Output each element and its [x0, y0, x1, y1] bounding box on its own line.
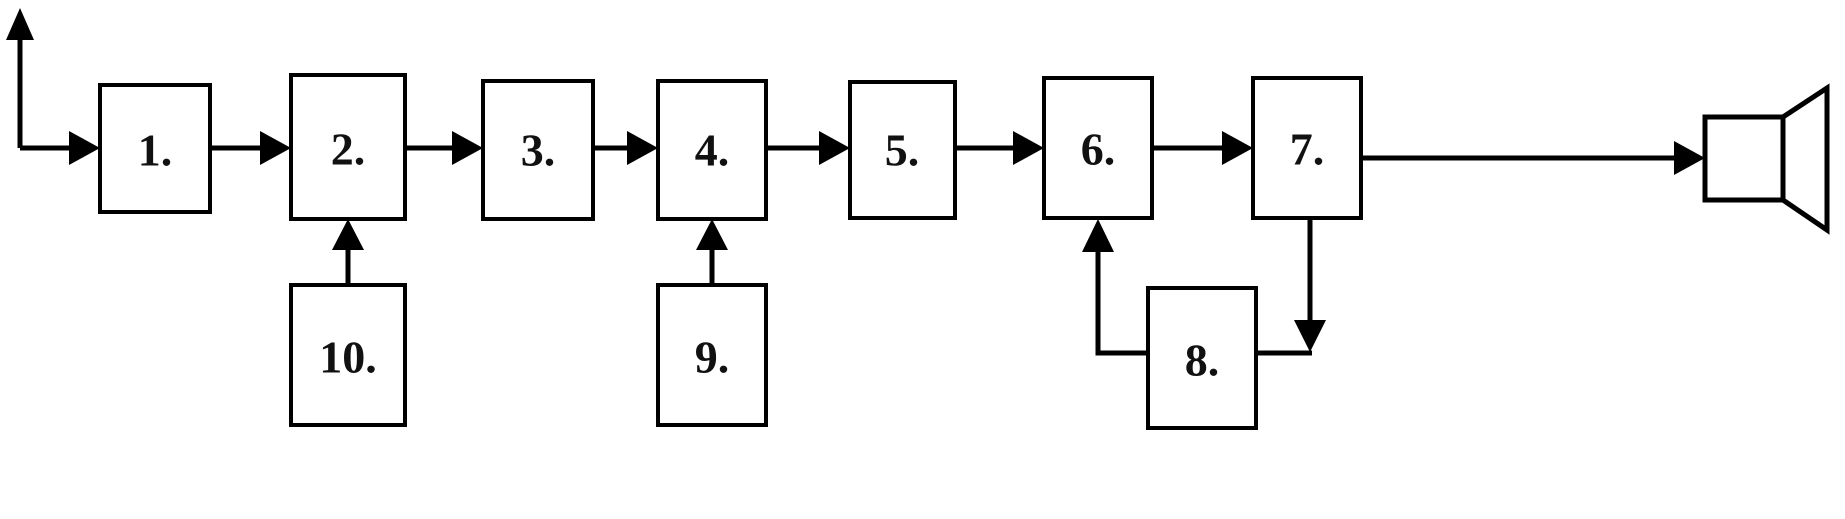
- block-7-rect[interactable]: [1251, 76, 1363, 220]
- block-6-label: 6.: [1081, 124, 1116, 175]
- feedback-arrow-8-to-6: [1082, 219, 1148, 356]
- block-7-label: 7.: [1290, 124, 1325, 175]
- chain-arrow-5-to-6: [955, 131, 1044, 165]
- block-6-rect[interactable]: [1042, 76, 1154, 220]
- block-5-label: 5.: [885, 125, 920, 176]
- chain-arrow-1-to-2: [210, 131, 291, 165]
- block-1-rect[interactable]: [98, 83, 212, 214]
- chain-arrow-6-to-7: [1152, 131, 1253, 165]
- block-4-label: 4.: [695, 125, 730, 176]
- arrow-right-icon: [260, 131, 291, 165]
- connector-line: [1095, 248, 1148, 356]
- block-3-label: 3.: [521, 125, 556, 176]
- speaker-output[interactable]: [1702, 83, 1830, 235]
- arrow-right-icon: [452, 131, 483, 165]
- arrow-right-icon: [819, 131, 850, 165]
- block-7[interactable]: 7.: [1251, 76, 1363, 220]
- block-2[interactable]: 2.: [289, 73, 407, 221]
- block-2-rect[interactable]: [289, 73, 407, 221]
- input-source-connector: [6, 8, 100, 165]
- block-8-label: 8.: [1185, 335, 1220, 386]
- block-9-rect[interactable]: [656, 283, 768, 427]
- block-10-rect[interactable]: [289, 283, 407, 427]
- chain-arrow-2-to-3: [405, 131, 483, 165]
- block-1-label: 1.: [138, 125, 173, 176]
- arrow-right-icon: [627, 131, 658, 165]
- block-1[interactable]: 1.: [98, 83, 212, 214]
- branch-arrow-9-to-4: [696, 219, 728, 285]
- block-3[interactable]: 3.: [481, 79, 595, 221]
- arrow-right-icon: [1013, 131, 1044, 165]
- chain-arrow-3-to-4: [593, 131, 658, 165]
- arrow-right-icon: [69, 131, 100, 165]
- block-9[interactable]: 9.: [656, 283, 768, 427]
- block-8-rect[interactable]: [1146, 286, 1258, 430]
- arrow-up-icon: [1082, 219, 1114, 252]
- speaker-horn-icon[interactable]: [1780, 83, 1830, 235]
- speaker-body-icon[interactable]: [1702, 114, 1786, 203]
- block-5[interactable]: 5.: [848, 80, 957, 220]
- block-8[interactable]: 8.: [1146, 286, 1258, 430]
- arrow-down-icon: [1294, 320, 1326, 352]
- block-3-rect[interactable]: [481, 79, 595, 221]
- tap-arrow-7-to-8: [1256, 218, 1326, 356]
- arrow-right-icon: [1222, 131, 1253, 165]
- block-4-rect[interactable]: [656, 79, 768, 221]
- arrow-up-icon: [6, 8, 34, 40]
- chain-arrow-4-to-5: [766, 131, 850, 165]
- chain-arrow-7-to-speaker: [1361, 141, 1705, 175]
- block-6[interactable]: 6.: [1042, 76, 1154, 220]
- block-5-rect[interactable]: [848, 80, 957, 220]
- block-9-label: 9.: [695, 332, 730, 383]
- arrow-up-icon: [696, 219, 728, 250]
- arrow-right-icon: [1674, 141, 1705, 175]
- block-10[interactable]: 10.: [289, 283, 407, 427]
- arrow-up-icon: [332, 219, 364, 250]
- block-10-label: 10.: [319, 332, 377, 383]
- block-4[interactable]: 4.: [656, 79, 768, 221]
- branch-arrow-10-to-2: [332, 219, 364, 285]
- block-2-label: 2.: [331, 124, 366, 175]
